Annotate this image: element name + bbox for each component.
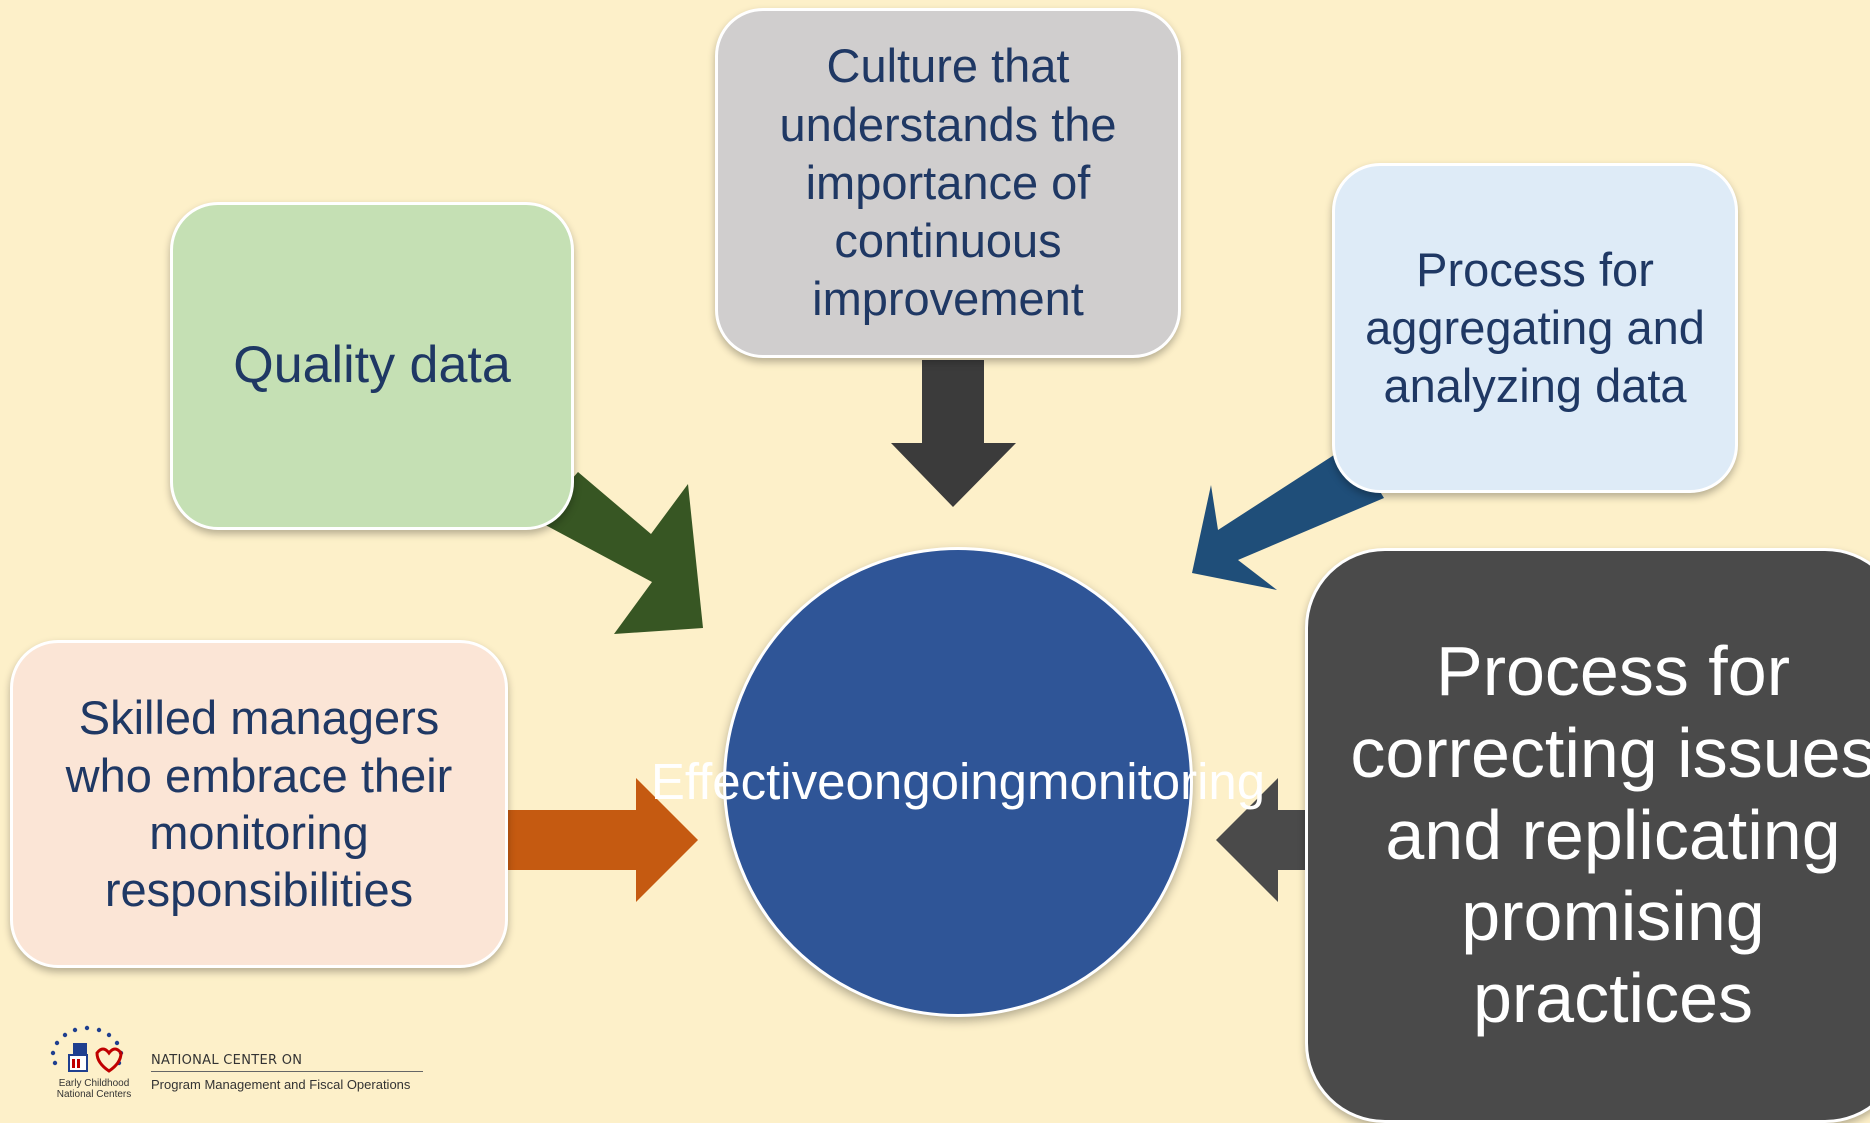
- text-line: aggregating and: [1365, 300, 1705, 354]
- text-line: Quality data: [233, 336, 511, 395]
- arrow-from-quality-data: [536, 472, 703, 634]
- text-line: continuous: [834, 214, 1062, 268]
- logo-icon: [50, 1025, 124, 1073]
- center-circle: Effectiveongoingmonitoring: [651, 547, 1265, 1017]
- text-line: monitoring: [149, 806, 369, 859]
- text-line: practices: [1472, 959, 1754, 1038]
- logo-program-name: Program Management and Fiscal Operations: [151, 1077, 411, 1092]
- text-line: Effective: [650, 753, 846, 811]
- text-line: who embrace their: [65, 748, 453, 802]
- text-line: Skilled managers: [78, 691, 440, 745]
- text-line: and replicating: [1385, 795, 1841, 874]
- arrow-from-skilled-managers: [508, 778, 698, 902]
- logo-sub-line1: Early Childhood: [58, 1078, 130, 1089]
- logo-sub-line2: National Centers: [56, 1089, 132, 1100]
- text-line: Culture that: [826, 39, 1070, 93]
- organization-logo: Early Childhood National Centers NATIONA…: [45, 1025, 445, 1105]
- arrow-from-correcting: [1216, 778, 1306, 902]
- text-line: correcting issues: [1350, 713, 1870, 792]
- quality-data-box: Quality data: [170, 202, 574, 530]
- arrow-from-aggregating: [1192, 444, 1384, 590]
- text-line: understands the: [779, 97, 1117, 151]
- logo-divider: [151, 1071, 423, 1072]
- center-label: Effectiveongoingmonitoring: [651, 750, 1265, 814]
- text-line: importance of: [805, 155, 1091, 209]
- logo-title: NATIONAL CENTER ON: [151, 1053, 303, 1068]
- text-line: Process for: [1416, 242, 1654, 296]
- logo-subtext: Early Childhood National Centers: [49, 1078, 139, 1100]
- quality-data-label: Quality data: [233, 336, 511, 396]
- arrow-from-culture: [891, 360, 1016, 507]
- text-line: promising: [1461, 877, 1765, 956]
- text-line: monitoring: [1027, 753, 1266, 811]
- text-line: Process for: [1436, 631, 1790, 710]
- text-line: responsibilities: [104, 863, 414, 917]
- text-line: improvement: [812, 272, 1084, 326]
- text-line: analyzing data: [1383, 359, 1687, 413]
- text-line: ongoing: [845, 753, 1028, 811]
